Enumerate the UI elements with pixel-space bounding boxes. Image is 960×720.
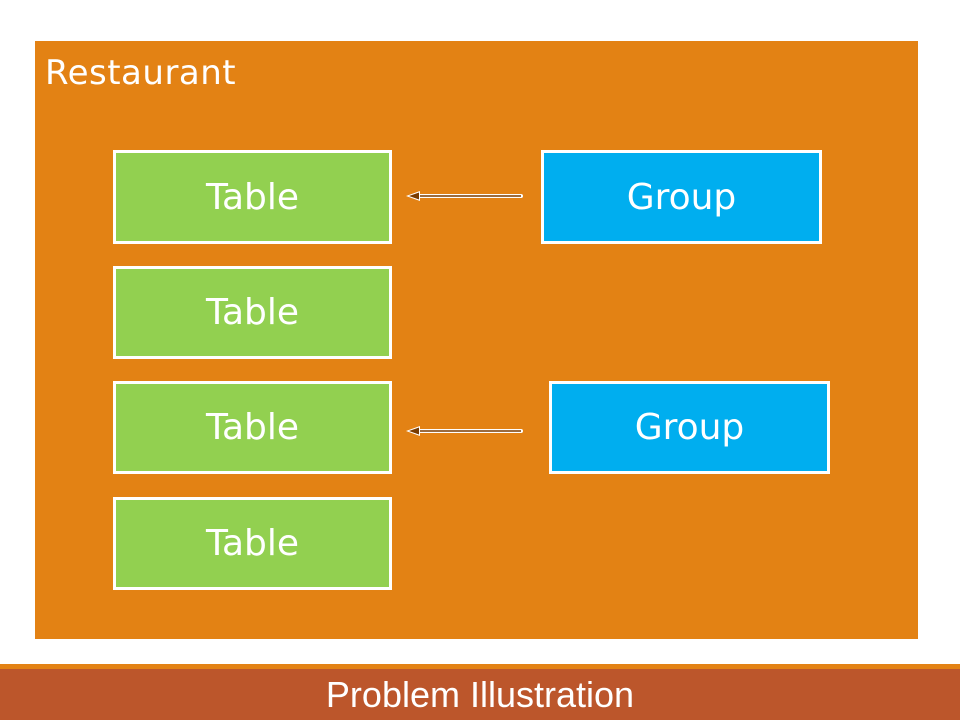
footer-bar: Problem Illustration <box>0 669 960 720</box>
footer-title: Problem Illustration <box>325 673 635 715</box>
table-box-4: Table <box>113 497 392 590</box>
restaurant-label: Restaurant <box>45 53 237 93</box>
group-box-1: Group <box>541 150 822 244</box>
group-box-2: Group <box>549 381 830 474</box>
table-box-1: Table <box>113 150 392 244</box>
table-box-3: Table <box>113 381 392 474</box>
table-box-2: Table <box>113 266 392 359</box>
footer-divider <box>0 664 960 669</box>
arrow-group2-to-table3 <box>406 426 523 436</box>
arrow-group1-to-table1 <box>406 191 523 201</box>
